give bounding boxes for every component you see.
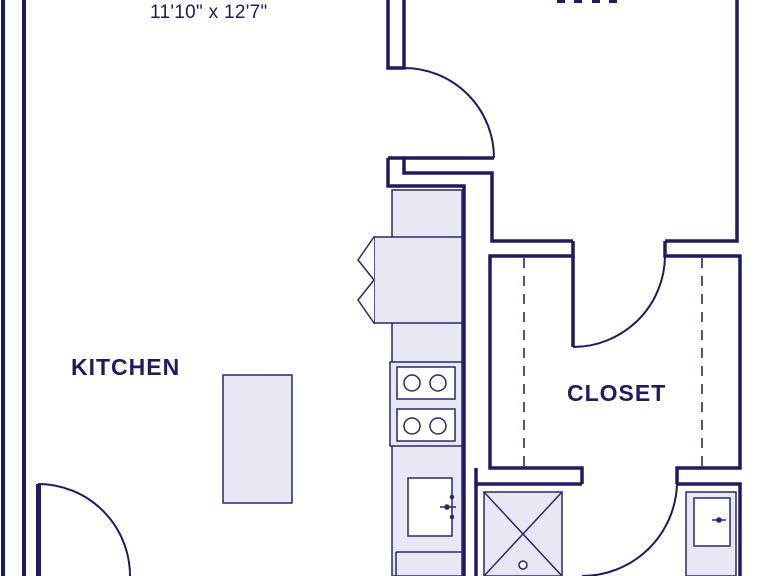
- bath-door-swing: [581, 483, 678, 576]
- bedroom-door-swing: [403, 67, 495, 159]
- interior-walls: [386, 0, 742, 576]
- burner: [403, 374, 421, 392]
- kitchen-sink: [407, 477, 456, 537]
- shower: [483, 491, 563, 576]
- refrigerator: [357, 236, 463, 324]
- room-label-closet: CLOSET: [567, 380, 667, 406]
- cutoff-label-marks: [557, 0, 617, 3]
- cooktop: [389, 361, 463, 447]
- exterior-walls: [1, 0, 26, 576]
- bath-vanity: [685, 491, 737, 576]
- burner: [403, 417, 421, 435]
- room-label-kitchen: KITCHEN: [71, 354, 181, 380]
- kitchen-island: [222, 374, 293, 504]
- entry-door: [36, 484, 41, 576]
- burner: [429, 374, 447, 392]
- room-dimension-label: 11'10" x 12'7": [150, 2, 268, 23]
- burner: [429, 417, 447, 435]
- door-swings: [37, 67, 678, 576]
- closet-rods: [523, 258, 703, 466]
- entry-door-swing: [37, 483, 131, 576]
- closet-door-swing: [572, 255, 666, 348]
